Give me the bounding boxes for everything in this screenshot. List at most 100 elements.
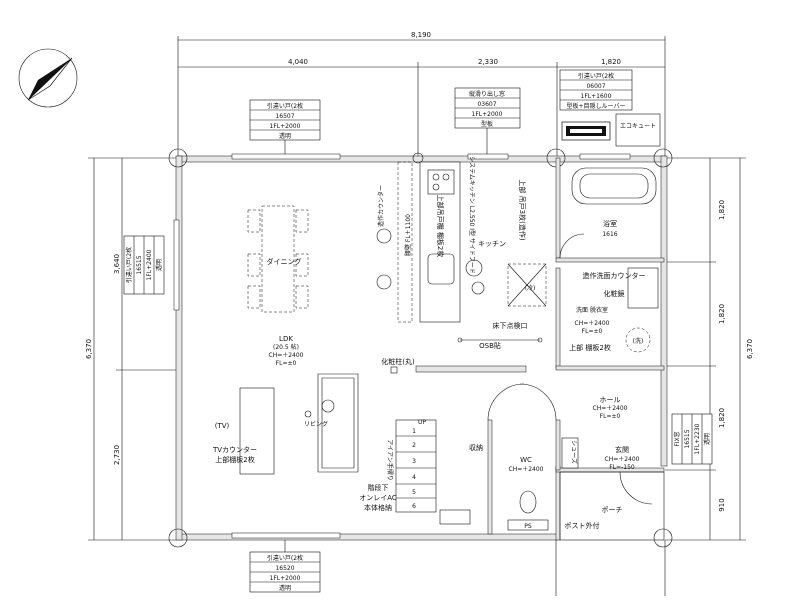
under-stair-label: 階段下 [368, 483, 389, 492]
entrance: シューズ 玄関 CH=＋2400 FL=-150 [561, 437, 640, 471]
tag-line: 1FL+2000 [270, 123, 301, 130]
stair-step-number: 3 [412, 458, 416, 465]
tag-line: 引違い戸(2枚 [578, 72, 614, 80]
living-area: (TV) TVカウンター 上部棚板2枚 リビング [212, 373, 359, 475]
porch-label: ポーチ [602, 506, 623, 514]
dim-left-upper: 3,640 [113, 254, 121, 274]
wash-room-label: 洗面 脱衣室 [576, 306, 608, 314]
hall-fl: FL=±0 [600, 413, 621, 420]
bathroom: 浴室 1616 [571, 167, 657, 238]
dining-table: ダイニング [247, 205, 309, 313]
hall-label: ホール [600, 396, 621, 404]
staircase: 1 2 3 4 5 6 UP アイアン手摺り 階段下 オンレイAC 本体格納 [359, 419, 471, 525]
wc-ch: CH=＋2400 [509, 466, 544, 473]
window-tag-top-left: 引違い戸(2枚 16507 1FL+2000 透明 [231, 99, 341, 160]
window-tag-top-right: 引違い戸(2枚 06007 1FL+1600 型板+目隠しルーバー [559, 69, 633, 160]
hall-ch: CH=＋2400 [593, 405, 628, 412]
window-tag-right: FIX窓 16515 1FL+2230 透明 [671, 413, 713, 465]
wash-room: 造作洗面カウンター 化粧鏡 洗面 脱衣室 CH=＋2400 FL=±0 (洗) … [569, 267, 659, 353]
upper-shelves-label: 上部 棚板2枚 [569, 343, 611, 352]
hall: ホール CH=＋2400 FL=±0 [593, 396, 628, 420]
door-swings [487, 233, 653, 505]
dim-top-mid: 2,330 [478, 58, 498, 66]
tag-line: 1FL+2400 [146, 249, 153, 280]
decorative-pillar: 化粧柱(丸) [381, 357, 415, 374]
window-tag-bottom: 引違い戸(2枚 16520 1FL+2000 透明 [231, 532, 341, 593]
tv-counter-shelf: 上部棚板2枚 [215, 455, 254, 464]
dim-top-right: 1,820 [601, 58, 621, 66]
dim-right-2: 1,820 [718, 304, 726, 324]
washing-machine-label: (洗) [633, 337, 644, 345]
ldk-area: (20.5 帖) [273, 343, 299, 351]
tag-line: 1FL+2000 [472, 111, 503, 118]
ldk-ch: CH=＋2400 [269, 352, 304, 359]
fridge-space: (冷) [507, 263, 547, 307]
counter-height-label: 腰壁 FL＋1100 [404, 214, 412, 256]
osb-label: OSB貼 [479, 341, 501, 350]
stair-step-number: 2 [412, 442, 416, 449]
stair-step-number: 1 [412, 428, 416, 435]
kitchen-counter: システムキッチン L2,550 I型 サイドフード 上部吊戸棚 棚板2枚 腰壁 … [404, 156, 527, 323]
stair-rail-label: アイアン手摺り [386, 439, 394, 480]
top-dimensions: 8,190 4,040 2,330 1,820 [177, 31, 666, 160]
wash-fl: FL=±0 [582, 328, 603, 335]
tag-line: 透明 [703, 433, 711, 445]
zosaku-counter-label: 造作カウンター [377, 185, 385, 227]
dim-left-lower: 2,730 [113, 445, 121, 465]
window-tag-left: 引違い戸(2枚 16515 1FL+2400 透明 [123, 219, 180, 311]
ldk-name: LDK [279, 335, 293, 343]
tag-line: 引違い戸(2枚 [267, 102, 303, 110]
tag-line: 引違い戸(2枚 [125, 247, 133, 283]
storage: 収納 [469, 443, 483, 452]
tag-line: 06007 [586, 83, 605, 90]
tv-counter-label: TVカウンター [212, 445, 257, 454]
porch: ポーチ ポスト外付 [555, 471, 666, 596]
tag-line: 03607 [477, 101, 496, 108]
exterior-walls [168, 148, 673, 548]
living-label: リビング [304, 420, 328, 428]
tag-line: 透明 [279, 584, 291, 592]
window-tag-top-mid: 縦滑り出し窓 03607 1FL+2000 型板 [454, 87, 521, 160]
ldk-label: LDK (20.5 帖) CH=＋2400 FL=±0 [269, 335, 304, 367]
bath-size: 1616 [602, 231, 617, 238]
tag-line: 16507 [275, 113, 294, 120]
wash-ch: CH=＋2400 [575, 320, 610, 327]
entrance-ch: CH=＋2400 [605, 456, 640, 463]
zosaku-counter: 造作カウンター [376, 161, 413, 323]
tag-line: 型板 [481, 120, 493, 128]
wc: WC CH=＋2400 PS [507, 456, 549, 531]
under-stair-ac: オンレイAC [359, 494, 397, 502]
dim-right-4: 910 [718, 498, 726, 511]
fridge-label: (冷) [525, 284, 536, 292]
dim-right-3: 1,820 [718, 408, 726, 428]
entrance-label: 玄関 [615, 445, 629, 454]
dining-label: ダイニング [267, 257, 302, 266]
left-dimensions: 6,370 3,640 2,730 [85, 157, 178, 541]
stair-step-number: 6 [412, 503, 416, 510]
under-stair-storage: 本体格納 [364, 503, 392, 512]
tag-line: 透明 [155, 259, 163, 271]
ldk-fl: FL=±0 [276, 360, 297, 367]
right-dimensions: 1,820 1,820 1,820 910 6,370 [665, 157, 754, 541]
tag-line: 1FL+2000 [270, 575, 301, 582]
dim-right-total: 6,370 [746, 339, 754, 359]
dim-top-left: 4,040 [288, 58, 308, 66]
stair-step-number: 4 [412, 474, 416, 481]
tag-line: 透明 [279, 132, 291, 140]
stair-step-number: 5 [412, 489, 416, 496]
wash-counter-label: 造作洗面カウンター [583, 271, 646, 280]
tag-line: 16515 [136, 255, 143, 274]
tag-line: FIX窓 [673, 431, 681, 446]
wc-label: WC [520, 456, 532, 464]
upper-shelf-label: 上部吊戸棚 棚板2枚 [436, 195, 445, 258]
tag-line: 1FL+2230 [694, 423, 701, 454]
bath-label: 浴室 [603, 219, 617, 228]
tag-line: 型板+目隠しルーバー [567, 102, 626, 110]
shoe-cabinet-label: シューズ [570, 440, 578, 464]
tag-line: 縦滑り出し窓 [469, 90, 505, 98]
post-label: ポスト外付 [565, 521, 600, 530]
dim-right-1: 1,820 [718, 200, 726, 220]
eco-cute-label: エコキュート [620, 123, 656, 130]
tag-line: 1FL+1600 [581, 93, 612, 100]
